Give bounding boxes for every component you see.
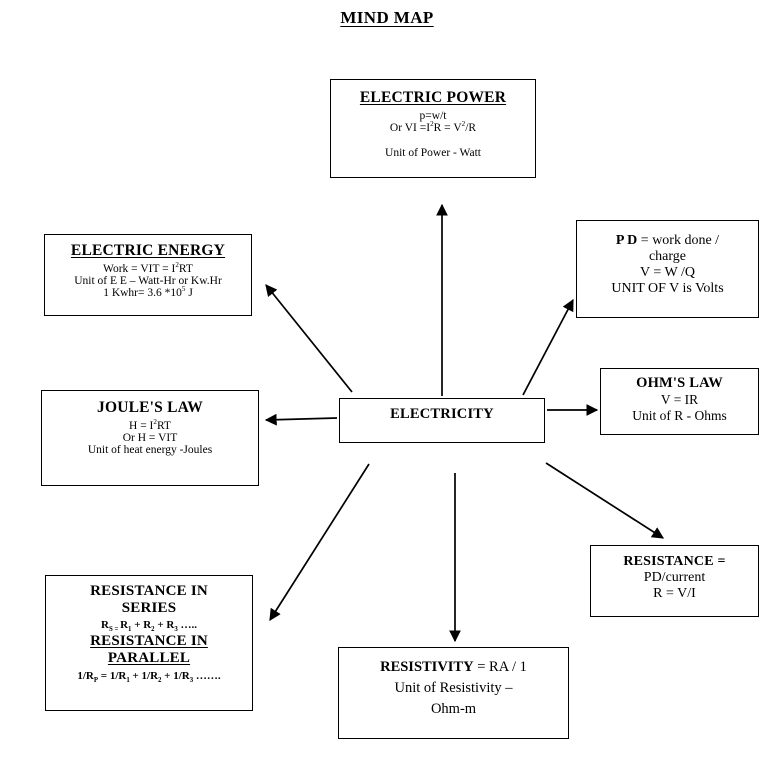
formula-text: + 1/ xyxy=(129,670,151,682)
page-title: MIND MAP xyxy=(340,8,434,27)
node-resistivity-unit-2: Ohm-m xyxy=(430,701,477,718)
node-series-formula: RS = R1 + R2 + R3 ….. xyxy=(46,619,252,634)
subscript: 2 xyxy=(151,626,155,634)
formula-text: 1/R xyxy=(77,670,94,682)
node-electric-energy[interactable]: ELECTRIC ENERGY Work = VIT = I2RT Unit o… xyxy=(44,234,252,316)
formula-text: RT xyxy=(156,420,171,432)
node-resistance[interactable]: RESISTANCE = PD/current R = V/I xyxy=(590,545,759,617)
node-electric-power-heading: ELECTRIC POWER xyxy=(359,89,507,106)
node-electric-energy-heading: ELECTRIC ENERGY xyxy=(70,242,226,259)
node-series-heading-line-1: RESISTANCE IN xyxy=(90,583,208,599)
node-ohms-law-heading: OHM'S LAW xyxy=(636,375,723,391)
formula-text: + 1/ xyxy=(161,670,182,682)
ellipsis: ……. xyxy=(193,670,221,682)
node-resistivity-formula: RESISTIVITY = RA / 1 xyxy=(339,657,568,678)
node-electric-energy-conversion: 1 Kwhr= 3.6 *105 J xyxy=(45,285,251,299)
arrow-center-to-electric-energy xyxy=(265,284,353,393)
exponent: 5 xyxy=(181,285,186,294)
subscript: 2 xyxy=(158,677,162,685)
node-parallel-heading-line-1: RESISTANCE IN xyxy=(90,633,208,649)
node-parallel-heading-line-2: PARALLEL xyxy=(107,650,191,666)
node-joules-law-heading: JOULE'S LAW xyxy=(97,399,203,416)
equals-sign: = xyxy=(112,626,121,634)
node-potential-difference-unit: UNIT OF V is Volts xyxy=(611,281,724,296)
ellipsis: ….. xyxy=(177,619,197,631)
formula-text: J xyxy=(185,287,193,299)
node-electric-power-unit: Unit of Power - Watt xyxy=(385,147,481,159)
node-potential-difference-definition-2: charge xyxy=(648,249,687,264)
subscript: 3 xyxy=(174,626,178,634)
subscript: 1 xyxy=(126,677,130,685)
node-parallel-formula: 1/RP = 1/R1 + 1/R2 + 1/R3 ……. xyxy=(46,670,252,685)
formula-text: + xyxy=(154,619,167,631)
node-resistance-definition: PD/current xyxy=(643,570,706,585)
formula-text: Or VI =I xyxy=(389,122,431,134)
resistivity-label: RESISTIVITY xyxy=(380,659,474,675)
node-resistivity-unit-1: Unit of Resistivity – xyxy=(394,680,513,697)
node-electricity-label: ELECTRICITY xyxy=(390,406,494,422)
node-potential-difference-definition: P D = work done / xyxy=(577,233,758,249)
node-electric-power-formula-1: p=w/t xyxy=(419,110,447,122)
arrow-center-to-resistance xyxy=(545,462,665,539)
formula-text: R xyxy=(150,670,159,682)
node-joules-law-formula-1: H = I2RT xyxy=(42,418,258,432)
subscript: 3 xyxy=(189,677,194,685)
formula-text: R xyxy=(143,619,152,631)
exponent: 2 xyxy=(461,120,466,129)
node-potential-difference[interactable]: P D = work done / charge V = W /Q UNIT O… xyxy=(576,220,759,318)
formula-text: 1 Kwhr= 3.6 *10 xyxy=(103,287,182,299)
formula-text: R xyxy=(101,619,109,631)
formula-text: = 1/ xyxy=(98,670,119,682)
formula-text: H = I xyxy=(129,420,154,432)
formula-text: R = V xyxy=(433,122,462,134)
arrow-center-to-potential-difference xyxy=(522,298,574,396)
pd-label: P D xyxy=(615,233,638,248)
formula-text: RT xyxy=(178,263,193,275)
node-electric-energy-formula: Work = VIT = I2RT xyxy=(45,261,251,275)
exponent: 2 xyxy=(153,418,157,427)
node-electric-energy-unit: Unit of E E – Watt-Hr or Kw.Hr xyxy=(74,275,222,287)
arrow-center-to-joules-law xyxy=(264,413,338,426)
definition-text: = work done / xyxy=(637,233,720,248)
arrow-center-to-resistance-series-parallel xyxy=(269,463,370,622)
node-joules-law-formula-2: Or H = VIT xyxy=(122,432,178,444)
formula-text: R xyxy=(181,670,190,682)
node-resistance-series-parallel[interactable]: RESISTANCE IN SERIES RS = R1 + R2 + R3 …… xyxy=(45,575,253,711)
node-potential-difference-formula: V = W /Q xyxy=(640,265,695,280)
formula-text: + xyxy=(131,619,144,631)
subscript: S xyxy=(108,626,113,634)
node-ohms-law-unit: Unit of R - Ohms xyxy=(632,408,727,423)
exponent: 2 xyxy=(175,261,179,270)
formula-text: Work = VIT = I xyxy=(103,263,176,275)
node-resistance-heading: RESISTANCE = xyxy=(623,554,726,569)
formula-text: R xyxy=(120,619,129,631)
node-resistance-formula: R = V/I xyxy=(653,586,696,601)
formula-text: R xyxy=(118,670,127,682)
node-electricity-center[interactable]: ELECTRICITY xyxy=(339,398,545,443)
exponent: 2 xyxy=(430,120,434,129)
node-joules-law[interactable]: JOULE'S LAW H = I2RT Or H = VIT Unit of … xyxy=(41,390,259,486)
formula-text: = RA / 1 xyxy=(473,659,527,675)
formula-text: /R xyxy=(465,122,477,134)
node-resistivity[interactable]: RESISTIVITY = RA / 1 Unit of Resistivity… xyxy=(338,647,569,739)
subscript: 1 xyxy=(128,626,132,634)
formula-text: R xyxy=(166,619,175,631)
node-ohms-law-formula: V = IR xyxy=(660,392,699,407)
node-series-heading-line-2: SERIES xyxy=(121,600,177,616)
node-electric-power-formula-2: Or VI =I2R = V2/R xyxy=(331,120,535,134)
node-joules-law-unit: Unit of heat energy -Joules xyxy=(87,444,213,456)
node-electric-power[interactable]: ELECTRIC POWER p=w/t Or VI =I2R = V2/R U… xyxy=(330,79,536,178)
subscript: P xyxy=(93,677,99,685)
node-ohms-law[interactable]: OHM'S LAW V = IR Unit of R - Ohms xyxy=(600,368,759,435)
